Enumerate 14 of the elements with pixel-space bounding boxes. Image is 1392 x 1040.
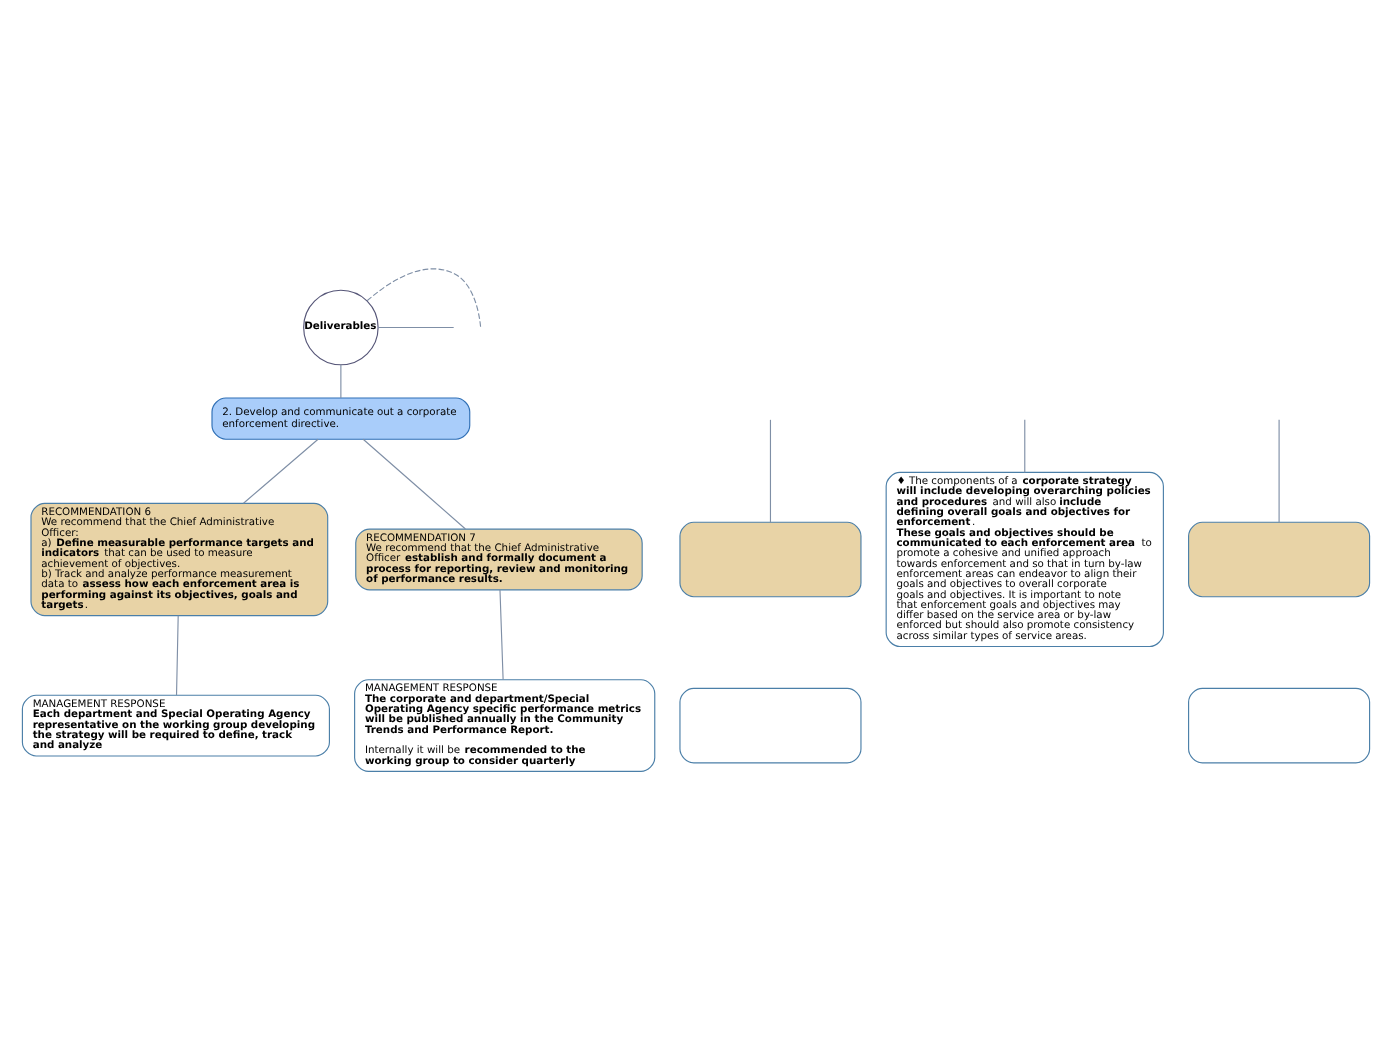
connector — [499, 589, 504, 681]
connector — [1278, 419, 1280, 523]
node-box — [679, 687, 862, 764]
connector — [1024, 419, 1026, 473]
connector — [366, 268, 482, 328]
connector — [377, 326, 455, 329]
connector — [362, 438, 466, 530]
node-box — [1188, 687, 1371, 764]
connector — [340, 364, 342, 399]
connector — [175, 615, 179, 696]
node-box — [1188, 521, 1371, 598]
connector — [769, 419, 772, 523]
node-box — [679, 521, 862, 598]
connector — [242, 438, 319, 504]
